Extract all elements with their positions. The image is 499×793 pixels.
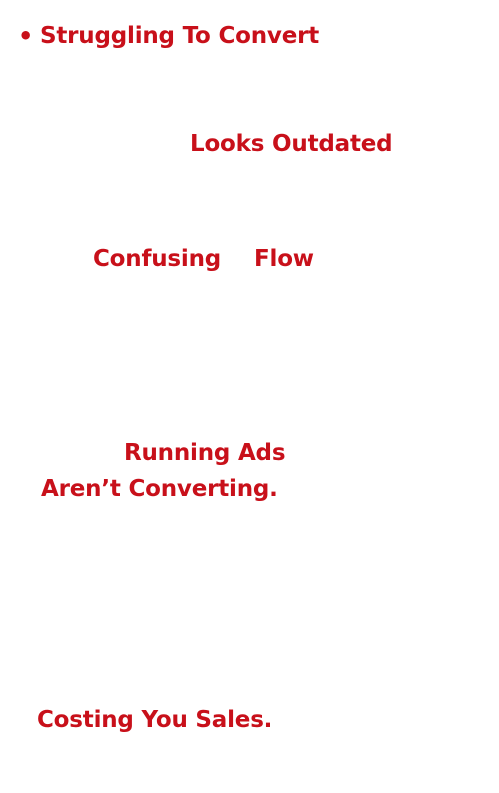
struggling-to-convert-text: Struggling To Convert [40,23,320,49]
confusing-text: Confusing [93,246,222,272]
running-ads-text: Running Ads [124,440,286,466]
bullet-dot: • [18,22,34,50]
arent-converting-text: Aren’t Converting. [41,476,278,502]
looks-outdated-text: Looks Outdated [190,131,393,157]
flow-text: Flow [254,246,314,272]
costing-you-sales-text: Costing You Sales. [37,707,273,733]
